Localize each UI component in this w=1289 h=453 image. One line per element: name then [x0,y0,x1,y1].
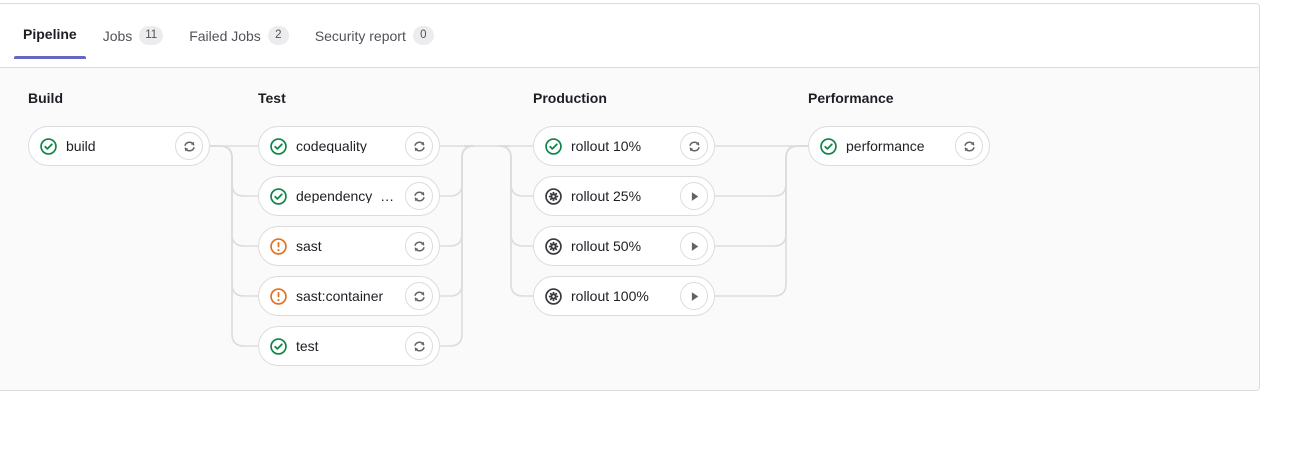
job-card[interactable]: rollout 25% [533,176,715,216]
connector-line [498,145,533,297]
play-job-button[interactable] [680,232,708,260]
tab-badge: 2 [267,26,289,45]
pipeline-panel: Pipeline Jobs 11 Failed Jobs 2 Security repor… [0,3,1260,391]
status-success-icon [40,137,57,155]
job-name: rollout 25% [571,189,642,203]
play-job-button[interactable] [680,182,708,210]
stage-title: Performance [808,90,894,106]
connector-line [715,145,808,197]
status-success-icon [270,337,287,355]
job-name: rollout 100% [571,289,649,303]
connector-line [715,145,808,297]
pipeline-tab-bar: Pipeline Jobs 11 Failed Jobs 2 Security repor… [0,4,1259,68]
job-card[interactable]: rollout 50% [533,226,715,266]
tab-pipeline[interactable]: Pipeline [10,26,90,59]
job-name: rollout 10% [571,139,642,153]
retry-job-button[interactable] [405,132,433,160]
stage-title: Test [258,90,286,106]
stage-title: Build [28,90,63,106]
connector-line [210,145,258,197]
job-name: dependency_s… [296,189,399,203]
status-warning-icon [270,287,287,305]
retry-job-button[interactable] [955,132,983,160]
tab-failed-jobs[interactable]: Failed Jobs 2 [176,26,302,62]
retry-icon [688,140,700,152]
job-name: performance [846,139,925,153]
play-icon [691,191,698,201]
connector-line [440,145,475,297]
job-card[interactable]: sast:container [258,276,440,316]
connector-line [715,145,808,247]
retry-icon [963,140,975,152]
tab-security-report[interactable]: Security report 0 [302,26,447,62]
status-warning-icon [270,237,287,255]
job-card[interactable]: rollout 10% [533,126,715,166]
job-name: rollout 50% [571,239,642,253]
retry-job-button[interactable] [405,182,433,210]
retry-job-button[interactable] [405,282,433,310]
status-success-icon [270,187,287,205]
status-success-icon [545,137,562,155]
tab-badge: 0 [412,26,434,45]
status-manual-icon [545,237,562,255]
status-success-icon [270,137,287,155]
play-icon [691,291,698,301]
job-card[interactable]: test [258,326,440,366]
status-manual-icon [545,287,562,305]
retry-icon [413,190,425,202]
job-name: test [296,339,319,353]
job-card[interactable]: sast [258,226,440,266]
pipeline-graph: Build build Test codequality dependency_s…sa… [0,68,1259,390]
connector-line [210,145,258,247]
retry-icon [183,140,195,152]
retry-icon [413,140,425,152]
status-manual-icon [545,187,562,205]
connector-line [498,145,533,197]
tab-label: Pipeline [23,26,77,42]
connector-line [210,145,258,297]
connector-line [440,145,475,347]
tab-jobs[interactable]: Jobs 11 [90,26,177,62]
job-name: sast [296,239,322,253]
retry-icon [413,240,425,252]
retry-icon [413,340,425,352]
tab-label: Jobs [102,27,133,44]
job-name: build [66,139,96,153]
status-success-icon [820,137,837,155]
retry-icon [413,290,425,302]
stage-title: Production [533,90,607,106]
play-job-button[interactable] [680,282,708,310]
job-card[interactable]: rollout 100% [533,276,715,316]
job-card[interactable]: dependency_s… [258,176,440,216]
tab-badge: 11 [139,26,164,45]
job-card[interactable]: codequality [258,126,440,166]
connector-line [440,145,475,247]
job-name: sast:container [296,289,384,303]
connector-line [440,145,475,197]
play-icon [691,241,698,251]
connector-line [498,145,533,247]
job-card[interactable]: performance [808,126,990,166]
connector-line [210,145,258,347]
retry-job-button[interactable] [405,232,433,260]
retry-job-button[interactable] [680,132,708,160]
tab-label: Security report [314,27,406,44]
retry-job-button[interactable] [175,132,203,160]
job-card[interactable]: build [28,126,210,166]
job-name: codequality [296,139,367,153]
retry-job-button[interactable] [405,332,433,360]
tab-label: Failed Jobs [189,27,261,44]
